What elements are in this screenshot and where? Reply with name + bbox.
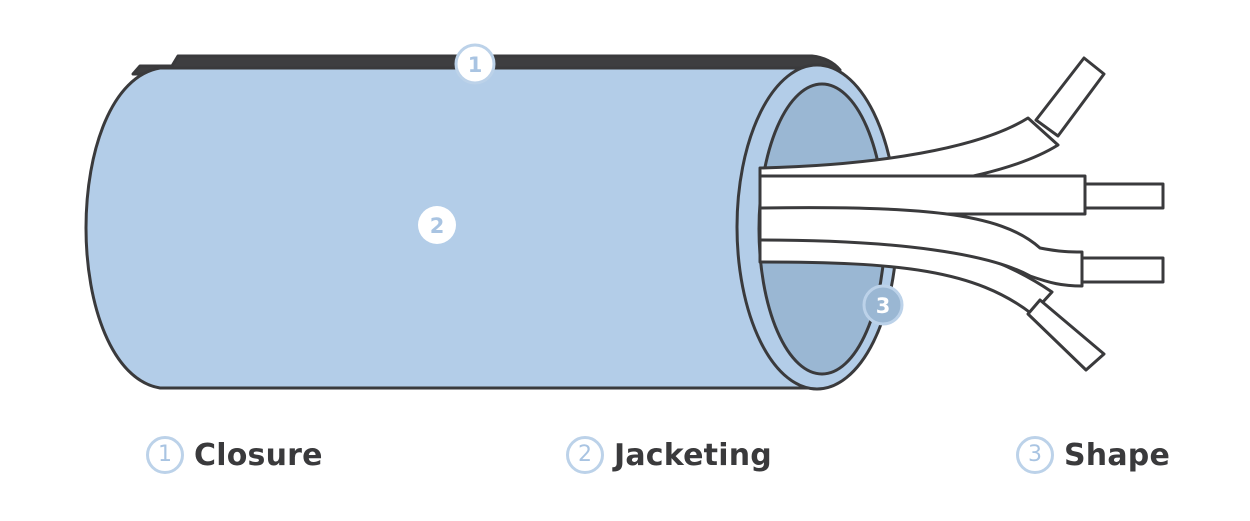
- marker-shape-number: 3: [876, 294, 891, 318]
- marker-shape: 3: [862, 284, 904, 326]
- legend-item-closure: 1 Closure: [146, 432, 323, 478]
- legend-label-closure: Closure: [194, 437, 323, 473]
- marker-closure: 1: [454, 43, 496, 85]
- legend-label-jacketing: Jacketing: [614, 437, 772, 473]
- marker-jacketing-number: 2: [430, 214, 445, 238]
- legend-item-jacketing: 2 Jacketing: [566, 432, 772, 478]
- legend-badge-shape: 3: [1016, 436, 1054, 474]
- legend-badge-jacketing: 2: [566, 436, 604, 474]
- wire-2: [758, 174, 1165, 216]
- wire-3: [758, 206, 1165, 288]
- marker-jacketing: 2: [418, 206, 456, 244]
- legend-item-shape: 3 Shape: [1016, 432, 1170, 478]
- legend-label-shape: Shape: [1064, 437, 1171, 473]
- legend-badge-closure: 1: [146, 436, 184, 474]
- marker-closure-number: 1: [468, 53, 483, 77]
